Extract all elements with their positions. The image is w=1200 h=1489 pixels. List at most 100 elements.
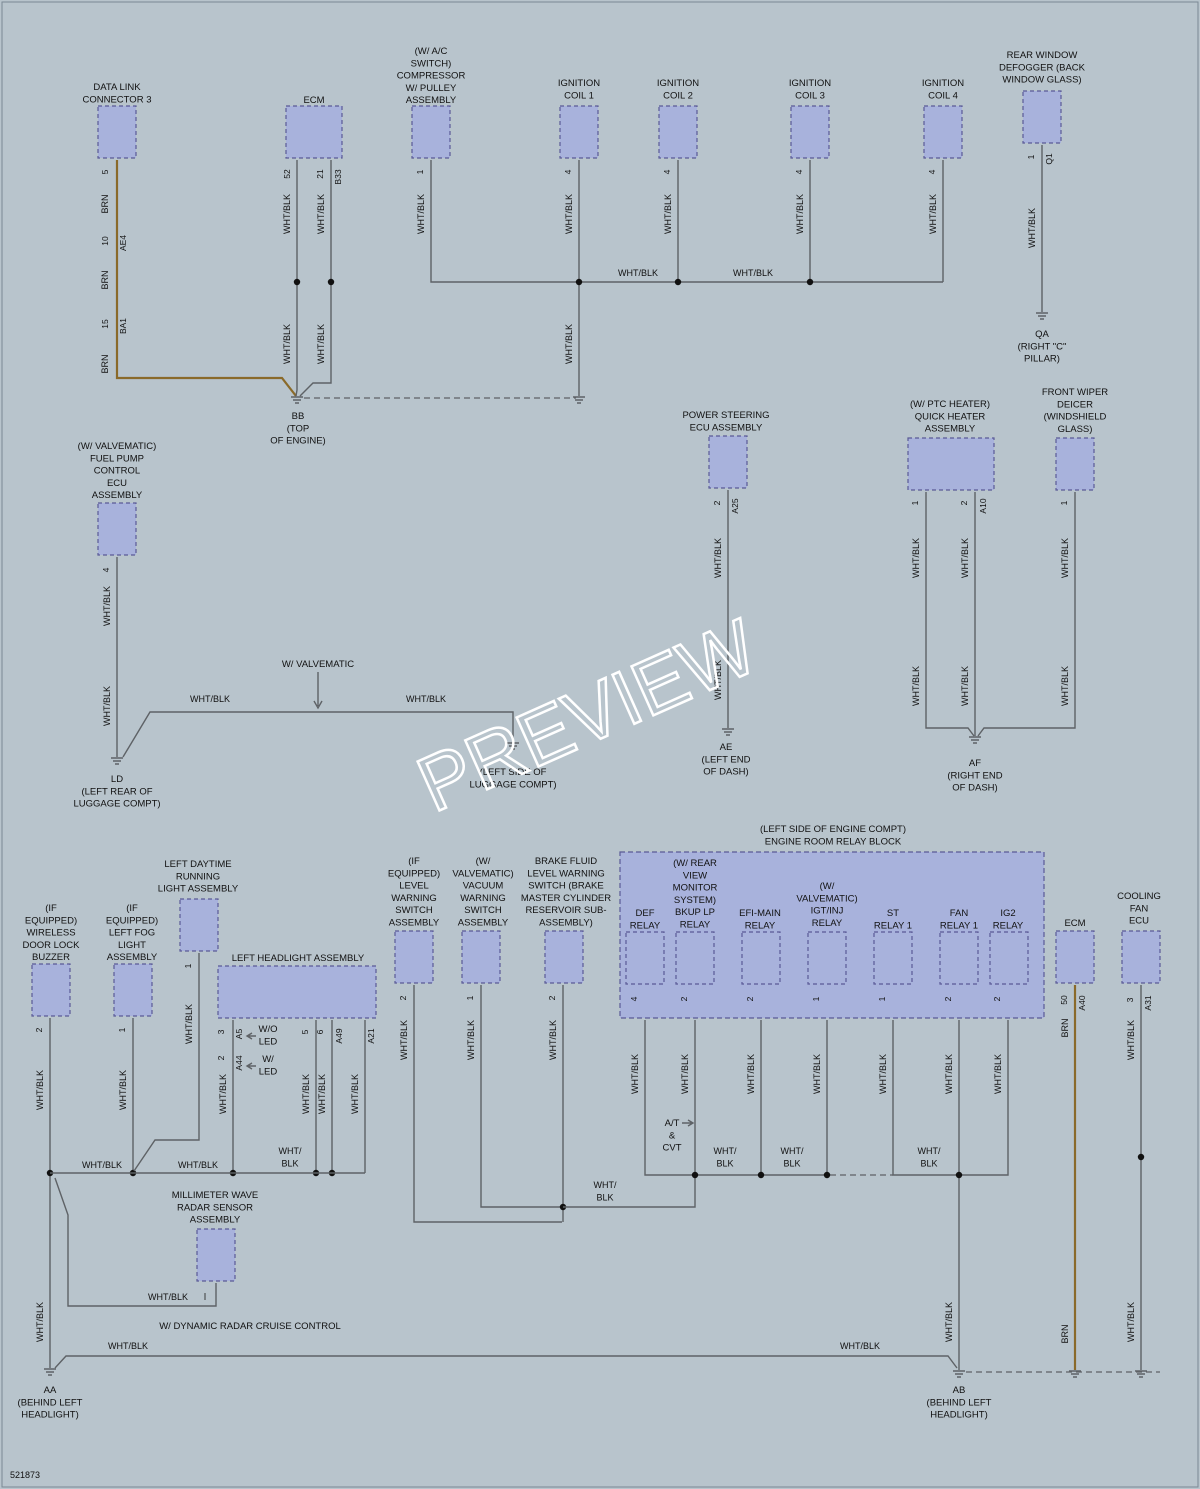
label-line: COIL 1 (564, 90, 594, 101)
wl-ecm52-b: WHT/BLK (282, 324, 292, 364)
pin-fanecu: 3 (1125, 997, 1135, 1002)
fuel-pump-box (97, 502, 137, 556)
pin-drl: 1 (183, 963, 193, 968)
label-line: (IF (408, 856, 420, 867)
pin-igt: 1 (811, 996, 821, 1001)
label-line: ECU ASSEMBLY (690, 422, 763, 433)
splice-coil2 (674, 278, 682, 286)
wiper-deicer-box (1055, 437, 1095, 491)
ecm-bottom-label: ECM (1064, 918, 1085, 929)
label-line: COMPRESSOR (397, 71, 466, 82)
pin-bkup: 2 (679, 996, 689, 1001)
label-line: & (669, 1130, 676, 1141)
wire-drl (133, 953, 200, 1172)
label-line: (W/ VALVEMATIC) (78, 441, 157, 452)
label-line: (LEFT REAR OF (81, 786, 152, 797)
pin-fog: 1 (117, 1027, 127, 1032)
wire-label-brn-1: BRN (100, 194, 110, 213)
label-line: SWITCH) (411, 58, 452, 69)
label-line: (IF (45, 903, 57, 914)
label-line: COOLING (1117, 891, 1161, 902)
label-line: AF (969, 758, 981, 769)
vacuum-switch-component: (W/VALVEMATIC)VACUUMWARNINGSWITCHASSEMBL… (452, 856, 514, 984)
label-line: COIL 3 (795, 90, 825, 101)
label-line: WHT/ (279, 1146, 302, 1156)
label-line: SWITCH (464, 905, 502, 916)
wire-label-brn-2: BRN (100, 270, 110, 289)
pin-hl2: 2 (216, 1055, 226, 1060)
wl-def: WHT/BLK (630, 1054, 640, 1094)
label-line: RESERVOIR SUB- (525, 905, 606, 916)
wl-ecm21-b: WHT/BLK (316, 324, 326, 364)
pin-coil1: 4 (563, 169, 573, 174)
label-line: DEFOGGER (BACK (999, 62, 1086, 73)
ground-aa-symbol (44, 1368, 56, 1376)
label-line: (LEFT SIDE OF (480, 767, 547, 778)
pin-fp: 4 (101, 567, 111, 572)
arrow-wo-led (245, 1032, 256, 1040)
radar-box (196, 1228, 236, 1282)
note-radar-cruise: W/ DYNAMIC RADAR CRUISE CONTROL (159, 1321, 341, 1332)
wb-split-label: WHT/BLK (594, 1180, 617, 1202)
qa-label: QA(RIGHT "C"PILLAR) (1018, 329, 1067, 365)
wire-dlc-brn (115, 160, 297, 397)
conn-a49: A49 (334, 1028, 344, 1043)
wl-drl: WHT/BLK (184, 1004, 194, 1044)
label-line: COIL 2 (663, 90, 693, 101)
coil4-box (923, 105, 963, 159)
wl-buzzer-a: WHT/BLK (35, 1070, 45, 1110)
wl-bus-1: WHT/BLK (618, 268, 658, 278)
wb-split-label: WHT/BLK (714, 1146, 737, 1168)
igtinj-relay-box (807, 931, 847, 985)
wl-bottom-1: WHT/BLK (108, 1341, 148, 1351)
wb-split-label: WHT/BLK (918, 1146, 941, 1168)
conn-a31: A31 (1143, 995, 1153, 1010)
pin-st: 1 (877, 996, 887, 1001)
wl-coil2: WHT/BLK (663, 194, 673, 234)
label-line: FUEL PUMP (90, 453, 144, 464)
label-line: SWITCH (BRAKE (528, 881, 603, 892)
wl-vm-2: WHT/BLK (406, 694, 446, 704)
ecm-top-box (285, 105, 343, 159)
label-line: REAR WINDOW (1007, 50, 1078, 61)
pin-brk: 2 (547, 995, 557, 1000)
wire-wiper-deicer (977, 492, 1076, 737)
label-line: WARNING (391, 893, 437, 904)
pin-ig2: 2 (992, 996, 1002, 1001)
defogger-box (1022, 90, 1062, 144)
wl-fp-a: WHT/BLK (102, 586, 112, 626)
label-line: WINDOW GLASS) (1002, 75, 1081, 86)
pin-ba1: 15 (100, 319, 110, 329)
wire-valvematic-ground (122, 711, 514, 758)
pin-wd: 1 (1059, 500, 1069, 505)
ground-af-symbol (969, 736, 981, 744)
ecm-bottom-box (1055, 930, 1095, 984)
label-line: BLK (596, 1192, 613, 1202)
label-line: SWITCH (395, 905, 433, 916)
label-line: BRAKE FLUID (535, 856, 597, 867)
wl-ps-a: WHT/BLK (713, 538, 723, 578)
wl-vac: WHT/BLK (466, 1020, 476, 1060)
wl-qh1-b: WHT/BLK (911, 666, 921, 706)
label-line: GLASS) (1058, 424, 1093, 435)
label-line: IGNITION (789, 78, 831, 89)
label-line: (W/ (476, 856, 491, 867)
label-line: LED (259, 1066, 278, 1077)
